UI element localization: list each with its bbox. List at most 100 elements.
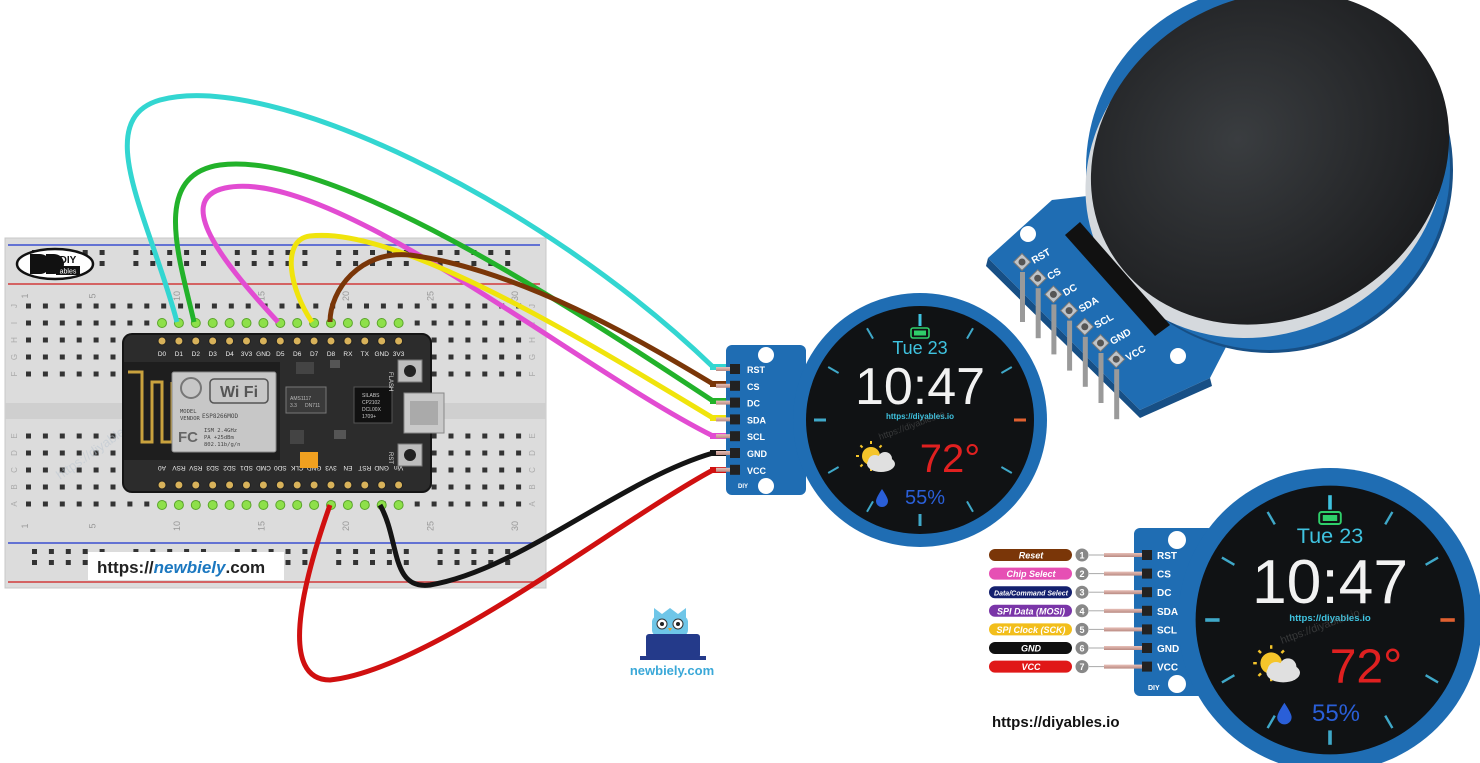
row-letter: H — [528, 337, 537, 343]
wifi-logo-text: Wi Fi — [220, 384, 258, 401]
hour-tick — [1384, 511, 1394, 525]
esp-pin-label: D8 — [327, 351, 336, 358]
row-letter: J — [528, 304, 537, 308]
esp-pin-bottom: SD2 — [223, 464, 236, 510]
logo-text-bottom: ables — [60, 269, 77, 276]
esp-pin-label: RSV — [172, 464, 186, 471]
hour-tick — [827, 366, 840, 374]
usb-chip-line-2: DCL00X — [362, 407, 382, 413]
pin-legend-number: 2 — [1079, 569, 1084, 579]
esp-pin-bottom: SD3 — [206, 464, 219, 510]
row-letter: A — [528, 501, 537, 507]
fc-mark: FC — [178, 429, 198, 446]
esp-pin-label: 3V3 — [393, 351, 405, 358]
newbiely-mascot: newbiely.com — [630, 608, 714, 678]
header-pin-leg — [1114, 369, 1120, 420]
col-number-top: 25 — [426, 291, 436, 301]
esp-pin-top: D2 — [190, 318, 201, 358]
esp-pin-top: D8 — [326, 318, 336, 358]
esp-pin-top: D5 — [275, 318, 286, 358]
hour-tick — [1266, 511, 1276, 525]
esp-pin-bottom: EN — [342, 464, 353, 510]
col-number-bottom: 5 — [88, 523, 98, 528]
display-brand-mark: DIY — [738, 484, 748, 490]
display-pin-label: GND — [747, 449, 768, 459]
url-prefix: https:// — [97, 558, 154, 577]
esp-pin-label: D4 — [225, 351, 234, 358]
hour-tick — [827, 466, 840, 474]
esp-pin-top: 3V3 — [241, 318, 253, 358]
row-letter: B — [528, 484, 537, 489]
esp-pin-label: TX — [361, 351, 370, 358]
pin-legend-label: Chip Select — [1006, 569, 1056, 579]
display-pin-label: RST — [1157, 551, 1177, 562]
header-pin-leg — [1020, 272, 1025, 322]
weather-icon — [856, 441, 895, 472]
esp-pin-bottom: SD1 — [240, 464, 253, 510]
col-number-bottom: 25 — [426, 521, 436, 531]
hour-tick — [866, 327, 874, 340]
wire-brown-d8-cs — [327, 252, 715, 387]
logo-text-top: DIY — [60, 255, 77, 266]
display-pin: DC — [1104, 587, 1171, 599]
esp-pin-bottom: CMD — [256, 464, 271, 510]
display-pin-label: GND — [1157, 644, 1179, 655]
pin-legend-item: Chip Select 2 — [989, 567, 1104, 581]
esp-pin-top: D6 — [292, 318, 303, 358]
esp-pin-label: D6 — [293, 351, 302, 358]
hour-tick — [966, 500, 974, 513]
hour-tick — [1000, 366, 1013, 374]
esp-pin-label: RSV — [188, 464, 202, 471]
header-pin-leg — [1082, 336, 1088, 387]
watch-time: 10:47 — [1252, 548, 1408, 617]
hour-tick — [1221, 556, 1235, 566]
row-letter: E — [528, 433, 537, 438]
module-line-3: ISM 2.4GHz — [204, 428, 237, 434]
display-pin-label: RST — [747, 365, 766, 375]
esp-pin-label: A0 — [158, 464, 166, 471]
display-pin: DC — [716, 397, 760, 409]
row-letter: H — [10, 337, 19, 343]
esp-pin-bottom: RSV — [188, 464, 202, 510]
display-pin: VCC — [1104, 661, 1178, 674]
display-pin: GND — [1104, 643, 1179, 655]
pin-legend-label: SPI Data (MOSI) — [997, 606, 1065, 616]
row-letter: F — [10, 371, 19, 376]
wire-yellow-d7-sda — [288, 232, 715, 421]
row-letter: D — [10, 450, 19, 456]
esp-pin-top: D7 — [309, 318, 320, 358]
esp-pin-top: D1 — [173, 318, 184, 358]
col-number-bottom: 1 — [20, 523, 30, 528]
pin-legend-number: 1 — [1079, 551, 1084, 561]
watch-temperature: 72° — [920, 437, 981, 481]
hour-tick — [1425, 556, 1439, 566]
esp-pin-label: RST — [358, 464, 371, 471]
esp-pin-top: D4 — [224, 318, 235, 358]
row-letter: A — [10, 501, 19, 507]
pin-legend-number: 7 — [1079, 662, 1084, 672]
esp-pin-bottom: A0 — [157, 464, 167, 510]
display-pin: VCC — [716, 464, 767, 476]
esp-pin-top: RX — [342, 318, 353, 358]
watch-temperature: 72° — [1330, 640, 1403, 693]
pin-legend-item: SPI Data (MOSI)4 — [989, 604, 1104, 618]
pin-legend-label: GND — [1021, 644, 1042, 654]
url-brand: newbiely — [154, 558, 227, 577]
url-suffix: .com — [225, 558, 265, 577]
esp-pin-top: 3V3 — [393, 318, 405, 358]
esp-pin-label: D2 — [192, 351, 201, 358]
col-number-top: 1 — [20, 293, 30, 298]
display-pin: SDA — [716, 414, 767, 425]
esp-pin-bottom: RSV — [172, 464, 186, 510]
esp-pin-top: TX — [359, 318, 370, 358]
col-number-bottom: 15 — [257, 521, 267, 531]
hour-tick — [1384, 715, 1394, 729]
esp-pin-label: GND — [374, 464, 389, 471]
